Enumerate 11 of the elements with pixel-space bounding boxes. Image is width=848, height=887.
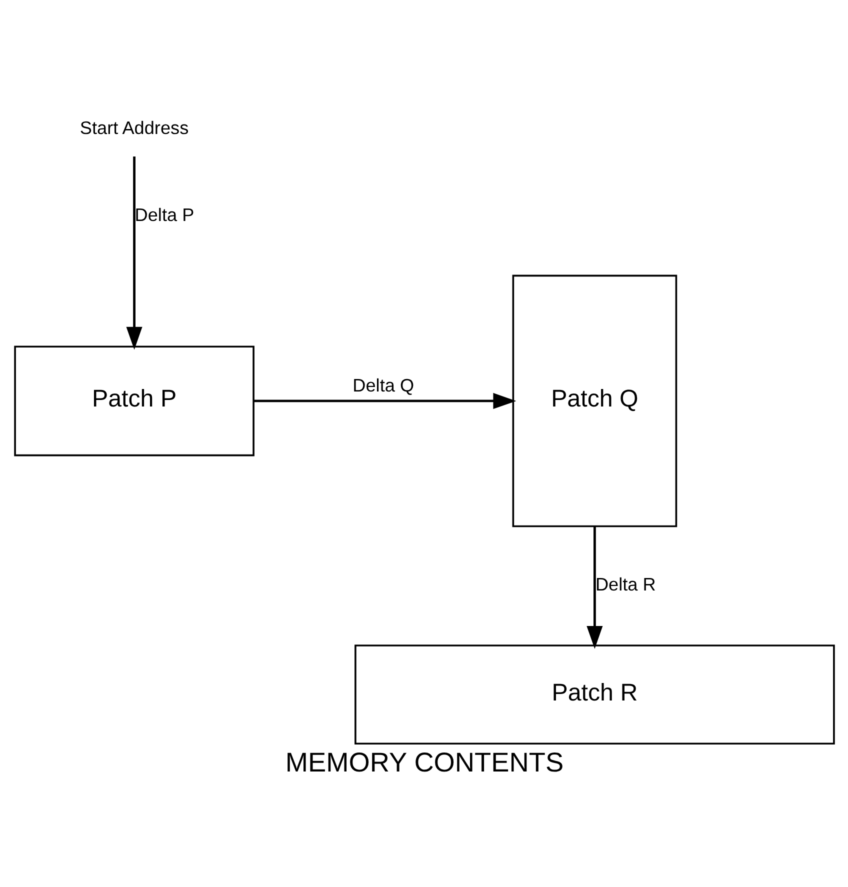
edge-label: Delta R bbox=[594, 574, 656, 594]
edge-label: Delta Q bbox=[352, 374, 414, 395]
caption: MEMORY CONTENTS bbox=[284, 746, 564, 777]
arrow bbox=[126, 156, 142, 350]
node-box: Patch R bbox=[354, 644, 834, 744]
node-box: Patch Q bbox=[512, 274, 677, 527]
arrow bbox=[586, 526, 602, 648]
arrow bbox=[254, 392, 516, 409]
node-text: Start Address bbox=[79, 117, 188, 138]
node-box: Patch P bbox=[14, 345, 254, 456]
edge-label: Delta P bbox=[134, 204, 194, 224]
